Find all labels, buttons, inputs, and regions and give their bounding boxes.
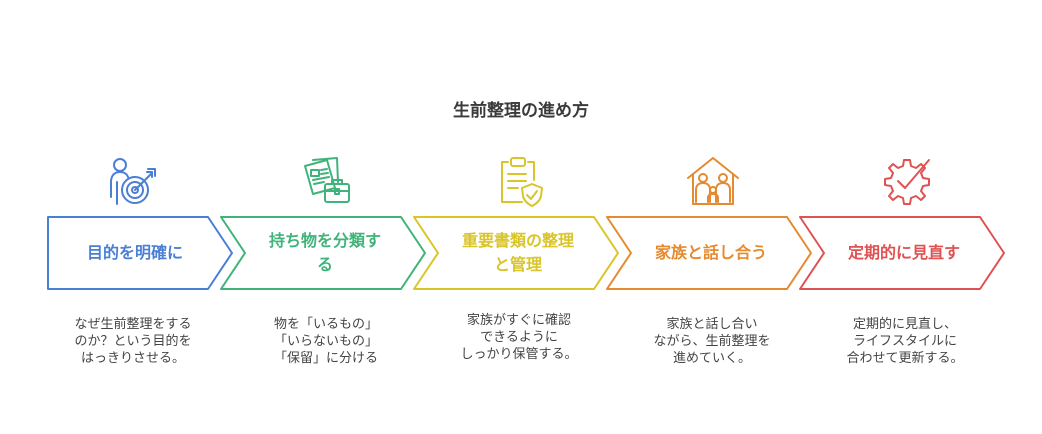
documents-briefcase-icon — [297, 152, 357, 212]
step4-label: 家族と話し合う — [654, 243, 767, 262]
step5-description: 定期的に見直し、 ライフスタイルに 合わせて更新する。 — [846, 317, 964, 366]
step1-arrow — [47, 216, 233, 290]
step4-arrow — [606, 216, 812, 290]
step3-label: 重要書類の整理 と管理 — [461, 231, 574, 274]
step2-description: 物を「いるもの」 「いらないもの」 「保留」に分ける — [273, 317, 378, 366]
person-target-icon — [103, 152, 163, 212]
step2-arrow — [220, 216, 426, 290]
step1-description: なぜ生前整理をする のか？という目的を はっきりさせる。 — [74, 317, 192, 366]
step5-label: 定期的に見直す — [847, 243, 960, 262]
family-house-icon — [683, 152, 743, 212]
step4-description: 家族と話し合い ながら、生前整理を 進めていく。 — [653, 317, 771, 366]
step1-label: 目的を明確に — [86, 243, 183, 262]
step5-arrow — [799, 216, 1005, 290]
step3-description: 家族がすぐに確認 できるように しっかり保管する。 — [460, 313, 578, 362]
diagram-title: 生前整理の進め方 — [453, 101, 589, 121]
clipboard-check-icon — [490, 152, 550, 212]
gear-check-icon — [877, 152, 937, 212]
step3-arrow — [413, 216, 619, 290]
step2-label: 持ち物を分類す る — [268, 231, 381, 274]
